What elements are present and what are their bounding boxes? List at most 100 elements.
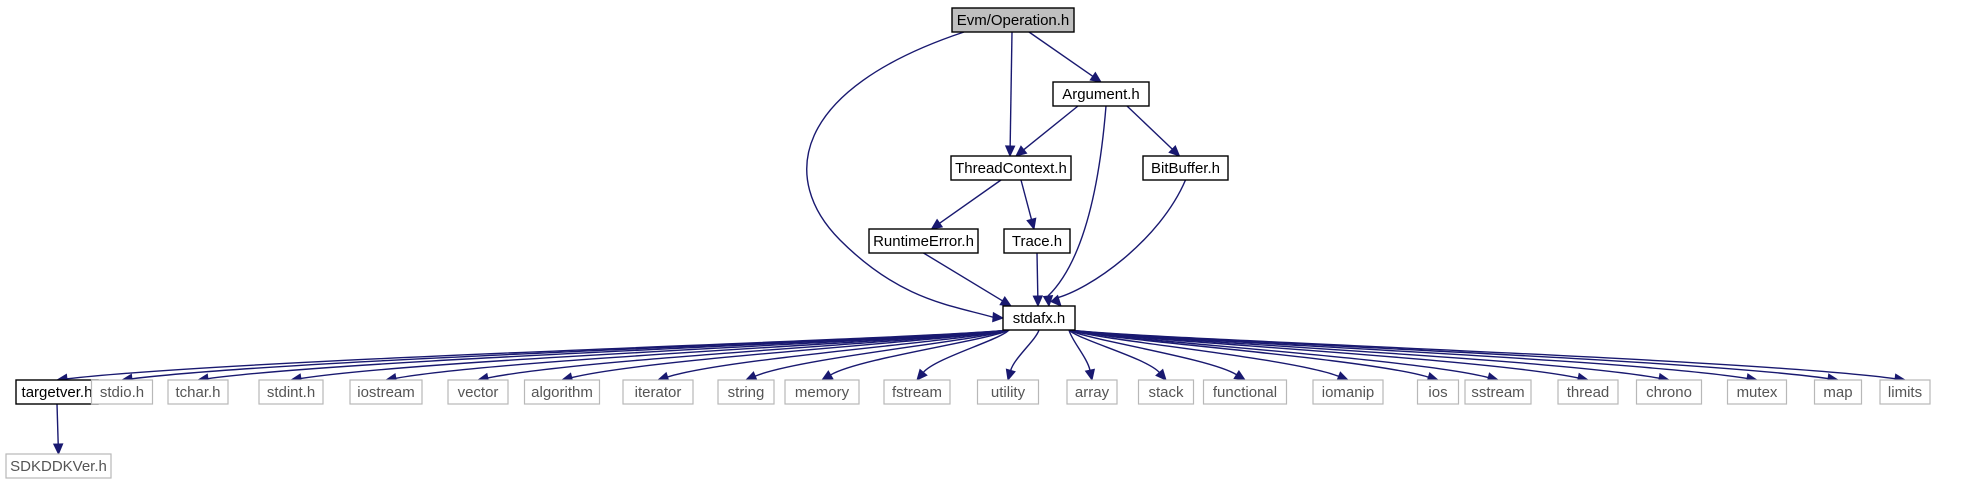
node-iterator[interactable]: iterator: [622, 379, 694, 405]
node-functional[interactable]: functional: [1202, 379, 1288, 405]
node-array[interactable]: array: [1066, 379, 1118, 405]
edge-bitbuffer-to-stdafx: [1054, 179, 1187, 300]
node-functional-label: functional: [1213, 384, 1277, 401]
node-bitbuffer[interactable]: BitBuffer.h: [1142, 155, 1229, 181]
edge-trace-to-stdafx: [1036, 252, 1039, 297]
node-threadcontext-label: ThreadContext.h: [955, 160, 1067, 177]
node-ios-label: ios: [1428, 384, 1447, 401]
edge-argument-to-bitbuffer-arrowhead: [1168, 144, 1181, 157]
node-sdkddkver-label: SDKDDKVer.h: [10, 458, 107, 475]
edge-stdafx-to-functional-arrowhead: [1233, 369, 1247, 381]
node-chrono[interactable]: chrono: [1635, 379, 1703, 405]
node-utility[interactable]: utility: [976, 379, 1040, 405]
edge-operation-to-stdafx: [806, 31, 994, 318]
node-operation[interactable]: Evm/Operation.h: [951, 7, 1075, 33]
node-vector[interactable]: vector: [447, 379, 509, 405]
node-sdkddkver-box: [5, 453, 112, 479]
node-fstream[interactable]: fstream: [883, 379, 951, 405]
node-stdafx-box: [1002, 305, 1076, 331]
node-iomanip[interactable]: iomanip: [1312, 379, 1384, 405]
edge-argument-to-threadcontext: [1023, 105, 1079, 151]
edge-runtimeerror-to-stdafx-arrowhead: [999, 296, 1013, 307]
node-limits-label: limits: [1888, 384, 1922, 401]
edge-argument-to-threadcontext-arrowhead: [1015, 145, 1028, 157]
node-algorithm-box: [523, 379, 601, 405]
edge-bitbuffer-to-stdafx-arrowhead: [1050, 294, 1062, 307]
edge-stdafx-to-memory: [830, 329, 1010, 376]
edge-stdafx-to-stack-arrowhead: [1155, 368, 1167, 381]
node-array-box: [1066, 379, 1118, 405]
node-sstream-box: [1464, 379, 1532, 405]
node-memory-box: [784, 379, 860, 405]
node-iterator-box: [622, 379, 694, 405]
node-iomanip-box: [1312, 379, 1384, 405]
node-targetver[interactable]: targetver.h: [15, 379, 99, 405]
edge-stdafx-to-ios: [1068, 329, 1429, 378]
edge-stdafx-to-sstream: [1068, 329, 1489, 379]
node-threadcontext[interactable]: ThreadContext.h: [950, 155, 1072, 181]
edge-stdafx-to-array-arrowhead: [1084, 368, 1096, 382]
edge-operation-to-stdafx-arrowhead: [992, 311, 1005, 323]
node-mutex-label: mutex: [1737, 384, 1778, 401]
edge-stdafx-to-utility: [1010, 329, 1040, 371]
node-runtimeerror-box: [868, 228, 979, 254]
node-map[interactable]: map: [1813, 379, 1863, 405]
node-map-label: map: [1823, 384, 1852, 401]
node-argument-label: Argument.h: [1062, 86, 1140, 103]
node-utility-box: [976, 379, 1040, 405]
nodes-layer: Evm/Operation.hArgument.hThreadContext.h…: [5, 7, 1931, 479]
node-stdint[interactable]: stdint.h: [258, 379, 324, 405]
node-targetver-label: targetver.h: [22, 384, 93, 401]
node-iostream-box: [349, 379, 423, 405]
node-stdio-label: stdio.h: [100, 384, 144, 401]
edge-operation-to-threadcontext-arrowhead: [1004, 145, 1016, 158]
node-fstream-label: fstream: [892, 384, 942, 401]
node-stdafx[interactable]: stdafx.h: [1002, 305, 1076, 331]
node-iostream[interactable]: iostream: [349, 379, 423, 405]
node-sdkddkver[interactable]: SDKDDKVer.h: [5, 453, 112, 479]
node-stack[interactable]: stack: [1137, 379, 1195, 405]
node-utility-label: utility: [991, 384, 1026, 401]
node-runtimeerror-label: RuntimeError.h: [873, 233, 974, 250]
node-ios[interactable]: ios: [1416, 379, 1460, 405]
node-vector-box: [447, 379, 509, 405]
edge-stdafx-to-limits: [1068, 329, 1896, 380]
edge-stdafx-to-algorithm: [571, 329, 1010, 379]
edge-stdafx-to-memory-arrowhead: [820, 370, 834, 381]
node-argument-box: [1052, 81, 1150, 107]
edge-stdafx-to-iomanip-arrowhead: [1336, 371, 1350, 382]
node-mutex[interactable]: mutex: [1726, 379, 1788, 405]
edge-operation-to-threadcontext: [1009, 31, 1013, 147]
node-trace[interactable]: Trace.h: [1003, 228, 1071, 254]
node-bitbuffer-label: BitBuffer.h: [1151, 160, 1220, 177]
node-stdio[interactable]: stdio.h: [90, 379, 154, 405]
node-algorithm-label: algorithm: [531, 384, 593, 401]
edge-trace-to-stdafx-arrowhead: [1032, 295, 1044, 308]
node-map-box: [1813, 379, 1863, 405]
node-fstream-box: [883, 379, 951, 405]
node-thread-label: thread: [1567, 384, 1610, 401]
node-tchar[interactable]: tchar.h: [167, 379, 229, 405]
node-iomanip-label: iomanip: [1322, 384, 1375, 401]
node-bitbuffer-box: [1142, 155, 1229, 181]
node-operation-label: Evm/Operation.h: [957, 12, 1070, 29]
edge-operation-to-argument: [1028, 31, 1094, 77]
node-string[interactable]: string: [717, 379, 775, 405]
node-mutex-box: [1726, 379, 1788, 405]
node-algorithm[interactable]: algorithm: [523, 379, 601, 405]
node-trace-box: [1003, 228, 1071, 254]
node-string-label: string: [728, 384, 765, 401]
node-limits[interactable]: limits: [1879, 379, 1931, 405]
node-tchar-box: [167, 379, 229, 405]
node-sstream[interactable]: sstream: [1464, 379, 1532, 405]
node-thread[interactable]: thread: [1557, 379, 1619, 405]
node-runtimeerror[interactable]: RuntimeError.h: [868, 228, 979, 254]
edge-threadcontext-to-trace-arrowhead: [1026, 217, 1037, 231]
node-stack-box: [1137, 379, 1195, 405]
node-argument[interactable]: Argument.h: [1052, 81, 1150, 107]
node-stdint-label: stdint.h: [267, 384, 315, 401]
node-memory[interactable]: memory: [784, 379, 860, 405]
edge-targetver-to-sdkddkver-arrowhead: [52, 443, 64, 456]
node-string-box: [717, 379, 775, 405]
node-iostream-label: iostream: [357, 384, 415, 401]
